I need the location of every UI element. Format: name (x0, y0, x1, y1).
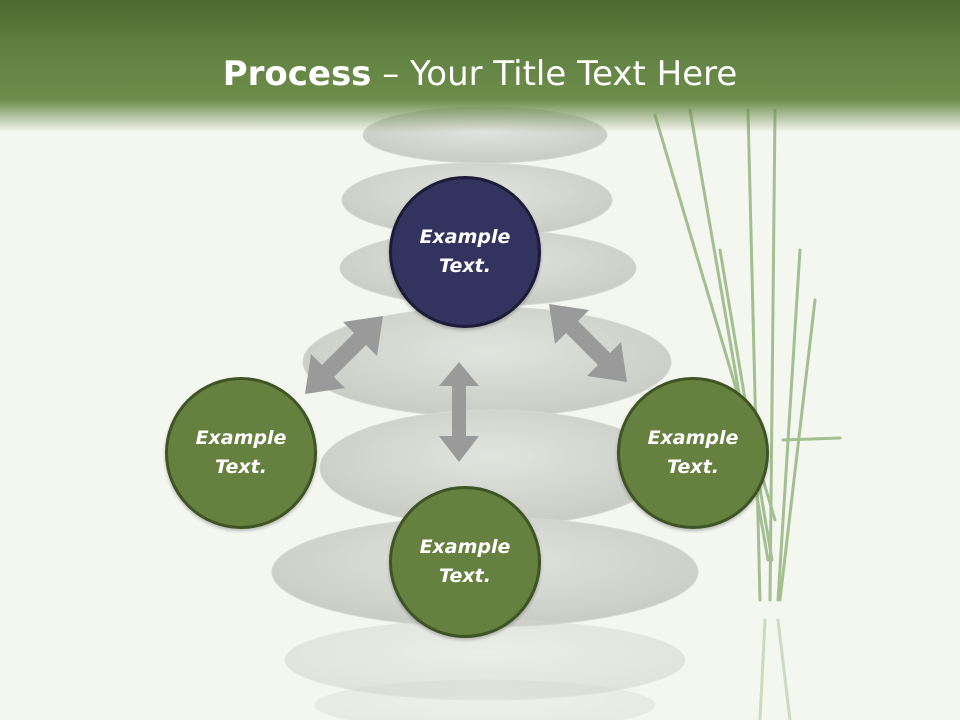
double-arrow-vertical-icon (439, 362, 479, 462)
left-circle-text: Example Text. (195, 427, 287, 478)
grass-image (653, 108, 842, 720)
right-circle-text: Example Text. (647, 427, 739, 478)
center-circle-text: Example Text. (419, 226, 511, 277)
double-arrow-upper-right-icon (549, 304, 627, 382)
left-circle: Example Text. (165, 377, 317, 529)
title-strong: Process (222, 54, 372, 94)
center-circle: Example Text. (389, 176, 541, 328)
bottom-circle-text: Example Text. (419, 536, 511, 587)
bottom-circle: Example Text. (389, 486, 541, 638)
title-rest: – Your Title Text Here (371, 54, 738, 94)
double-arrow-upper-left-icon (305, 316, 383, 394)
slide-title: Process – Your Title Text Here (0, 50, 960, 98)
header-band: Process – Your Title Text Here (0, 0, 960, 132)
right-circle: Example Text. (617, 377, 769, 529)
